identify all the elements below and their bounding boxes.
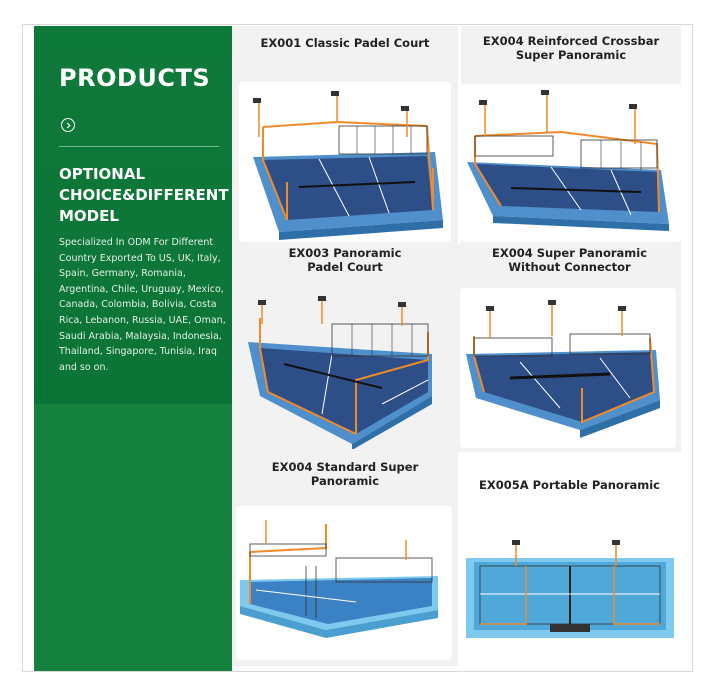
product-title: EX003 Panoramic Padel Court bbox=[288, 246, 402, 274]
product-title: EX005A Portable Panoramic bbox=[478, 478, 660, 492]
product-card-ex005a[interactable]: EX005A Portable Panoramic bbox=[458, 452, 681, 668]
product-card-ex003[interactable]: EX003 Panoramic Padel Court bbox=[232, 244, 458, 454]
product-title: EX004 Reinforced Crossbar Super Panorami… bbox=[482, 34, 660, 62]
product-card-ex004-no-connector[interactable]: EX004 Super Panoramic Without Connector bbox=[458, 244, 681, 452]
products-subheading: OPTIONAL CHOICE&DIFFERENT MODEL bbox=[59, 165, 229, 225]
product-title: EX004 Super Panoramic Without Connector bbox=[491, 246, 648, 274]
product-card-ex004-reinforced[interactable]: EX004 Reinforced Crossbar Super Panorami… bbox=[461, 26, 681, 244]
products-description: Specialized In ODM For Different Country… bbox=[59, 237, 226, 373]
product-image-standard-super[interactable] bbox=[236, 506, 452, 660]
divider bbox=[59, 146, 219, 147]
product-title: EX004 Standard Super Panoramic bbox=[271, 460, 419, 488]
product-image-portable[interactable] bbox=[466, 538, 674, 650]
chevron-right-circle-icon[interactable] bbox=[61, 118, 75, 132]
products-heading: PRODUCTS bbox=[59, 64, 211, 92]
products-intro-panel: PRODUCTS OPTIONAL CHOICE&DIFFERENT MODEL… bbox=[34, 26, 232, 404]
product-card-ex001[interactable]: EX001 Classic Padel Court bbox=[232, 26, 458, 244]
product-image-classic-court[interactable] bbox=[239, 82, 451, 242]
green-panel-lower bbox=[34, 404, 232, 671]
product-image-reinforced-crossbar[interactable] bbox=[461, 84, 681, 242]
product-card-ex004-standard[interactable]: EX004 Standard Super Panoramic bbox=[232, 454, 458, 666]
product-title: EX001 Classic Padel Court bbox=[260, 36, 430, 50]
product-image-panoramic-court[interactable] bbox=[232, 284, 458, 449]
product-image-no-connector[interactable] bbox=[460, 288, 676, 448]
